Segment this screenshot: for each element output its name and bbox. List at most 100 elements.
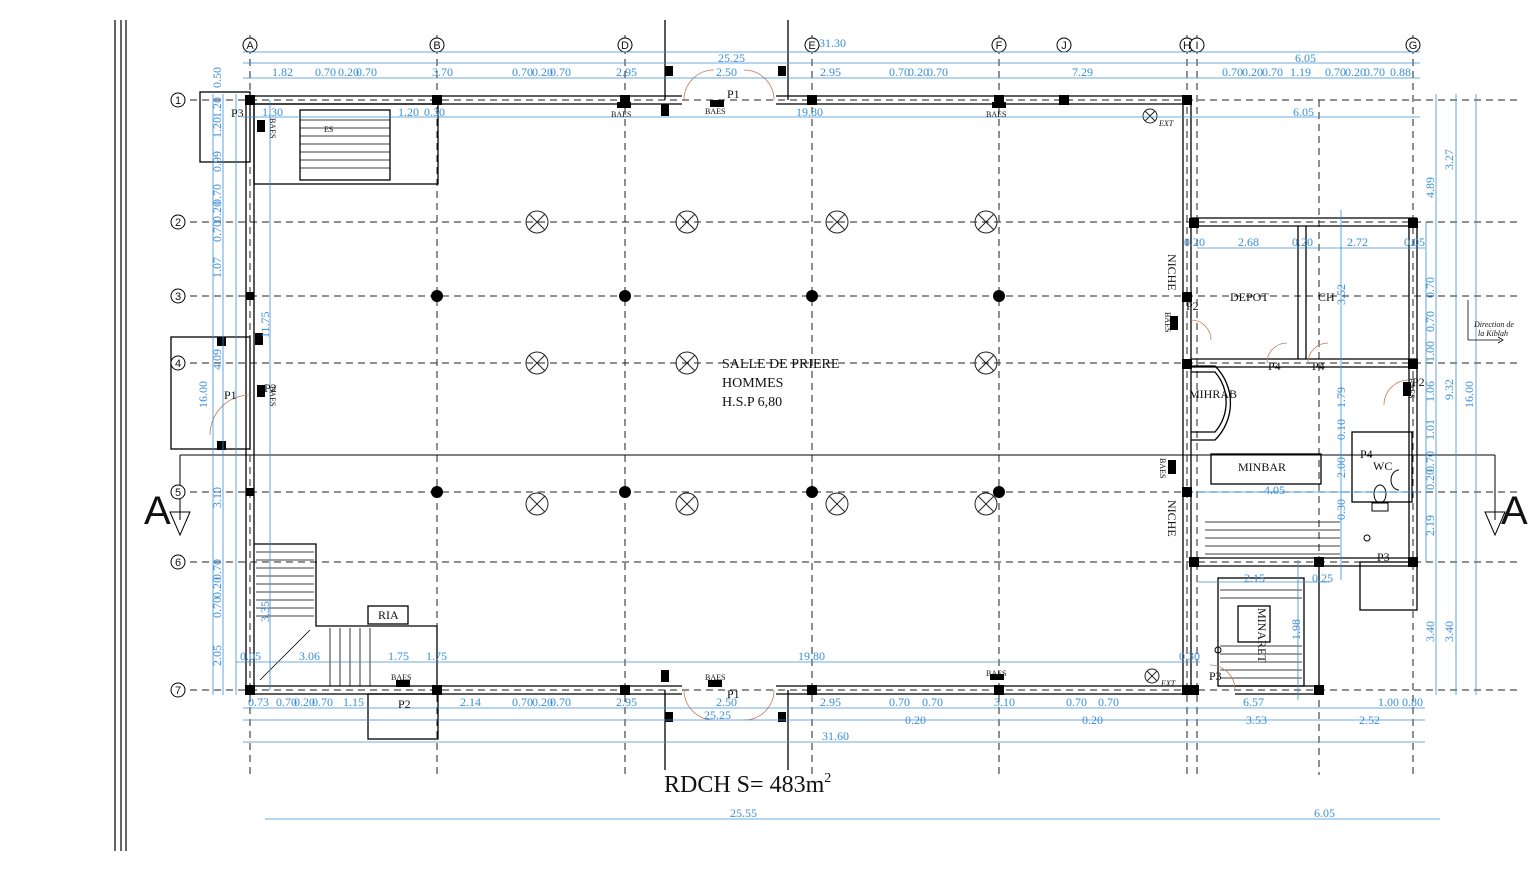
dim-top-25: 0.70 [1364,65,1385,79]
dim-left-5: 0.70 [210,184,224,205]
room-labels: SALLE DE PRIERE HOMMES H.S.P 6,80 DEPOT … [324,125,1392,663]
baes-label-1: BAES [611,110,631,119]
baes-label-2: BAES [705,107,725,116]
ext-label-2: EXT [1160,679,1176,688]
dim-left-2: 0.50 [210,67,224,88]
interior-columns [431,290,1005,498]
dim-top-27: 19.80 [796,105,823,119]
dim-top-17: 0.70 [927,65,948,79]
baes-label-8: BAES [268,386,277,406]
dim-bot-24: 0.20 [1082,713,1103,727]
door-label-p4-depot: P4 [1268,359,1281,373]
kiblah-arrow [1467,300,1504,344]
door-label-p2-depot: P2 [1186,299,1199,313]
baes-label-7: BAES [268,118,277,138]
axis-bubbles [170,37,1421,698]
axis-label-j: J [1061,40,1067,52]
dim-bot-20: 1.00 [1378,695,1399,709]
niche-bottom-label: NICHE [1165,500,1179,537]
axis-label-h: H [1183,40,1191,52]
dim-bot-4: 0.70 [312,695,333,709]
mihrab-label: MIHRAB [1189,387,1237,401]
dim-bot-19: 6.57 [1243,695,1264,709]
dim-bot-9: 0.20 [532,695,553,709]
baes-label-10: BAES [1158,458,1167,478]
dim-bot-33: 0.30 [1179,649,1200,663]
stairs [256,119,1340,686]
wc-label: WC [1373,459,1392,473]
dimension-lines [212,51,1477,820]
dim-top-22: 1.19 [1290,65,1311,79]
minbar-label: MINBAR [1238,460,1286,474]
door-label-p2-left: P2 [264,381,277,395]
equipment-labels: BAES BAES BAES BAES BAES BAES BAES BAES … [268,107,1416,688]
door-label-p3-minaret: P3 [1209,669,1222,683]
door-label-p3-wc: P3 [1377,550,1390,564]
dim-right-9: 0.20 [1423,469,1437,490]
dim-right-27: 0.30 [1334,499,1348,520]
plan-title: RDCH S= 483m2 [664,771,831,798]
axis-label-4: 4 [175,358,181,370]
baes-label-3: BAES [986,110,1006,119]
walls [170,20,1418,770]
dim-right-25: 1.98 [1289,619,1303,640]
baes-label-4: BAES [705,673,725,682]
dim-right-10: 2.19 [1423,515,1437,536]
sheet-border [114,20,127,851]
dim-right-24: 2.15 [1244,571,1265,585]
dim-bot-31: 3.06 [299,649,320,663]
dim-right-1: 3.27 [1442,149,1456,170]
dim-right-14: 16.00 [1462,381,1476,408]
dim-bot-8: 0.70 [512,695,533,709]
baes-label-11: BAES [1407,378,1416,398]
door-label-p1-left: P1 [224,388,237,402]
section-line [169,454,1506,537]
dim-bot-17: 0.70 [1066,695,1087,709]
dim-top-12: 2.95 [616,65,637,79]
door-label-p4-ch: P4 [1312,359,1325,373]
axis-label-i: I [1195,40,1198,52]
dim-top-13: 2.50 [716,65,737,79]
dim-top-14: 2.95 [820,65,841,79]
minaret-label: MINARET [1255,608,1269,663]
ch-label: CH [1318,290,1335,304]
dim-left-19: 1.20 [398,105,419,119]
door-label-p2-right: P2 [1412,375,1425,389]
dim-left-17: 3.35 [258,601,272,622]
dim-right-21: 1.79 [1334,387,1348,408]
dim-bot-27: 31.60 [822,729,849,743]
dim-right-13: 9.32 [1442,379,1456,400]
dim-top-11: 0.70 [550,65,571,79]
section-marker-left: A [144,489,171,533]
dim-top-6: 0.20 [338,65,359,79]
ceiling-lights [525,108,1160,684]
dim-top-19: 0.70 [1222,65,1243,79]
dim-left-8: 1.07 [210,257,224,278]
dim-top-3: 6.05 [1295,51,1316,65]
dim-left-6: 0.20 [210,201,224,222]
top-dimensions: 25.25 31.30 6.05 1.82 0.70 0.20 0.70 3.7… [272,36,1411,119]
baes-label-6: BAES [986,669,1006,678]
dim-top-10: 0.20 [532,65,553,79]
dim-bot-12: 2.50 [716,695,737,709]
dim-bot-2: 0.70 [276,695,297,709]
dim-right-11: 3.40 [1423,621,1437,642]
dim-right-20: 3.52 [1334,284,1348,305]
dim-left-13: 0.20 [210,577,224,598]
ext-label-1: EXT [1158,119,1174,128]
dim-left-10: 16.00 [196,381,210,408]
door-label-p3-topleft: P3 [231,106,244,120]
axis-label-6: 6 [175,557,181,569]
dim-top-23: 0.70 [1325,65,1346,79]
niche-top-label: NICHE [1165,254,1179,291]
dim-right-7: 1.01 [1423,419,1437,440]
depot-label: DEPOT [1230,290,1269,304]
dim-left-18: 1.30 [262,105,283,119]
dim-bot-23: 0.20 [905,713,926,727]
dim-top-1: 25.25 [718,51,745,65]
dim-bot-25: 3.53 [1246,713,1267,727]
dim-bot-7: 2.14 [460,695,481,709]
dim-right-16: 2.72 [1347,235,1368,249]
dim-right-19: 0.05 [1404,235,1425,249]
dim-right-6: 1.06 [1423,381,1437,402]
